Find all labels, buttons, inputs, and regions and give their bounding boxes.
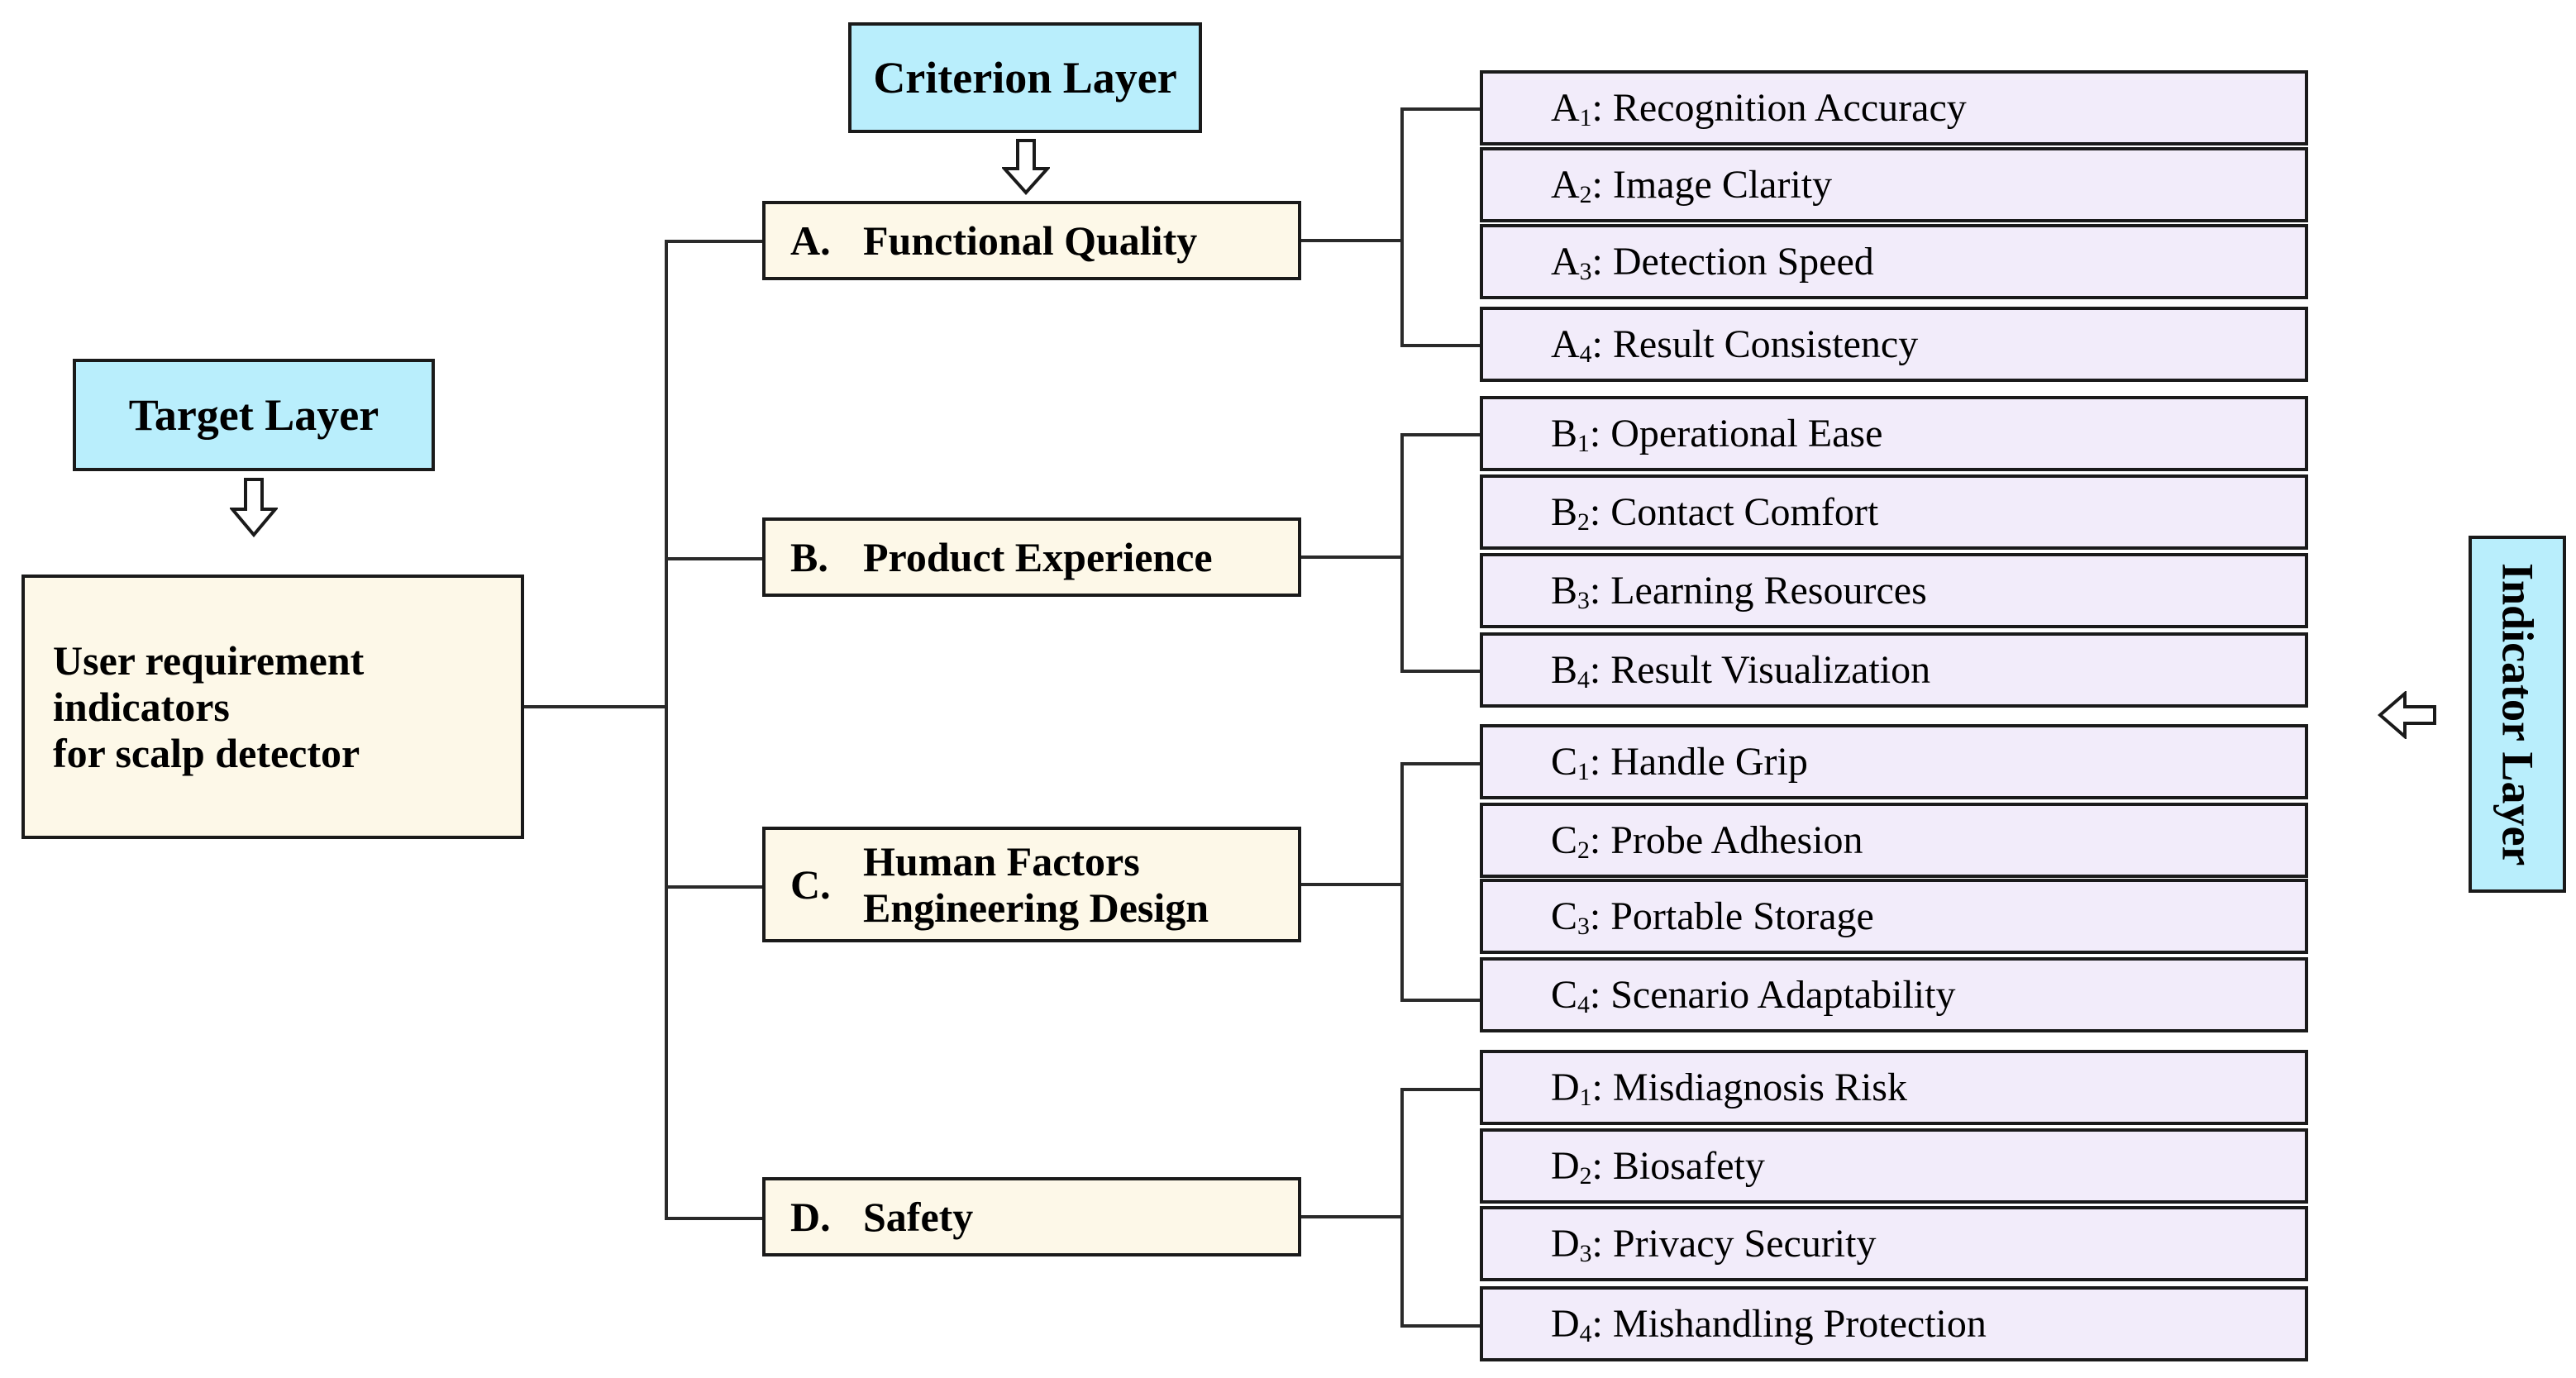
- goal-box: User requirement indicators for scalp de…: [21, 575, 524, 839]
- indicator-box: B1: Operational Ease: [1480, 396, 2308, 471]
- connector-d-spine-stem: [1301, 1215, 1402, 1218]
- indicator-box: D3: Privacy Security: [1480, 1206, 2308, 1281]
- indicator-code: D1:: [1551, 1065, 1613, 1112]
- criterion-box-a: A. Functional Quality: [762, 201, 1301, 280]
- arrow-down-icon: [230, 478, 278, 537]
- connector-b-indicator-1: [1400, 433, 1481, 436]
- connector-d-spine: [1400, 1088, 1404, 1328]
- connector-c-spine-stem: [1301, 883, 1402, 886]
- criterion-b-letter: B.: [790, 534, 828, 580]
- indicator-code: B4:: [1551, 647, 1611, 694]
- indicator-name: Learning Resources: [1610, 568, 1927, 613]
- indicator-code: C1:: [1551, 739, 1611, 786]
- indicator-name: Contact Comfort: [1610, 489, 1879, 534]
- connector-a-indicator-1: [1400, 107, 1481, 111]
- target-layer-label-text: Target Layer: [128, 389, 379, 440]
- connector-trunk-criterion-d: [665, 1217, 766, 1220]
- criterion-a-name: Functional Quality: [863, 217, 1198, 264]
- indicator-name: Portable Storage: [1610, 894, 1874, 938]
- connector-a-indicator-4: [1400, 344, 1481, 347]
- indicator-name: Recognition Accuracy: [1612, 85, 1967, 130]
- criterion-layer-label-text: Criterion Layer: [873, 52, 1177, 103]
- indicator-box: A3: Detection Speed: [1480, 224, 2308, 299]
- indicator-code: D2:: [1551, 1143, 1613, 1190]
- indicator-layer-label: Indicator Layer: [2469, 536, 2566, 893]
- connector-trunk-criterion-b: [665, 557, 766, 560]
- indicator-code: C2:: [1551, 818, 1611, 865]
- criterion-box-b: B. Product Experience: [762, 517, 1301, 597]
- connector-b-indicator-4: [1400, 670, 1481, 673]
- arrow-down-icon: [1002, 139, 1050, 195]
- indicator-box: A1: Recognition Accuracy: [1480, 70, 2308, 145]
- indicator-name: Misdiagnosis Risk: [1612, 1065, 1907, 1109]
- indicator-name: Mishandling Protection: [1612, 1301, 1987, 1346]
- indicator-name: Operational Ease: [1610, 411, 1883, 455]
- criterion-c-name: Human Factors Engineering Design: [863, 838, 1209, 931]
- connector-b-spine-stem: [1301, 555, 1402, 559]
- indicator-name: Probe Adhesion: [1610, 818, 1863, 862]
- connector-trunk-spine: [665, 240, 668, 1220]
- indicator-box: A4: Result Consistency: [1480, 307, 2308, 382]
- indicator-box: B3: Learning Resources: [1480, 553, 2308, 628]
- target-layer-label: Target Layer: [73, 359, 435, 471]
- connector-c-spine: [1400, 762, 1404, 1002]
- indicator-layer-label-text: Indicator Layer: [2493, 562, 2543, 866]
- indicator-code: A1:: [1551, 85, 1613, 132]
- connector-a-spine: [1400, 107, 1404, 347]
- criterion-box-c: C. Human Factors Engineering Design: [762, 827, 1301, 942]
- indicator-name: Result Visualization: [1610, 647, 1931, 692]
- indicator-code: B3:: [1551, 568, 1611, 615]
- indicator-name: Privacy Security: [1612, 1221, 1877, 1266]
- criterion-d-letter: D.: [790, 1194, 831, 1240]
- indicator-box: D2: Biosafety: [1480, 1128, 2308, 1204]
- connector-trunk-criterion-a: [665, 240, 766, 243]
- indicator-name: Detection Speed: [1612, 239, 1874, 284]
- connector-a-spine-stem: [1301, 239, 1402, 242]
- indicator-box: B2: Contact Comfort: [1480, 474, 2308, 550]
- indicator-name: Image Clarity: [1612, 162, 1833, 207]
- connector-d-indicator-1: [1400, 1088, 1481, 1091]
- criterion-box-d: D. Safety: [762, 1177, 1301, 1256]
- indicator-code: C4:: [1551, 972, 1611, 1019]
- indicator-box: D4: Mishandling Protection: [1480, 1286, 2308, 1361]
- connector-c-indicator-1: [1400, 762, 1481, 765]
- criterion-d-name: Safety: [863, 1194, 974, 1240]
- indicator-name: Biosafety: [1612, 1143, 1765, 1188]
- indicator-box: C1: Handle Grip: [1480, 724, 2308, 799]
- indicator-code: A2:: [1551, 162, 1613, 209]
- criterion-a-letter: A.: [790, 217, 831, 264]
- arrow-left-icon: [2378, 691, 2437, 739]
- indicator-box: B4: Result Visualization: [1480, 632, 2308, 708]
- criterion-b-name: Product Experience: [863, 534, 1213, 580]
- indicator-code: D3:: [1551, 1221, 1613, 1268]
- connector-d-indicator-4: [1400, 1324, 1481, 1328]
- indicator-code: D4:: [1551, 1301, 1613, 1348]
- connector-b-spine: [1400, 433, 1404, 673]
- indicator-code: C3:: [1551, 894, 1611, 941]
- goal-text: User requirement indicators for scalp de…: [53, 637, 365, 776]
- indicator-code: A4:: [1551, 322, 1613, 369]
- connector-goal-trunk: [524, 705, 668, 708]
- indicator-code: A3:: [1551, 239, 1613, 286]
- criterion-c-letter: C.: [790, 861, 831, 908]
- criterion-layer-label: Criterion Layer: [848, 22, 1202, 133]
- indicator-box: C2: Probe Adhesion: [1480, 803, 2308, 878]
- indicator-name: Handle Grip: [1610, 739, 1808, 784]
- indicator-box: A2: Image Clarity: [1480, 147, 2308, 222]
- indicator-box: C3: Portable Storage: [1480, 879, 2308, 954]
- indicator-name: Result Consistency: [1612, 322, 1919, 366]
- indicator-box: D1: Misdiagnosis Risk: [1480, 1050, 2308, 1125]
- connector-c-indicator-4: [1400, 999, 1481, 1002]
- indicator-name: Scenario Adaptability: [1610, 972, 1956, 1017]
- connector-trunk-criterion-c: [665, 885, 766, 889]
- indicator-code: B2:: [1551, 489, 1611, 536]
- indicator-box: C4: Scenario Adaptability: [1480, 957, 2308, 1032]
- indicator-code: B1:: [1551, 411, 1611, 458]
